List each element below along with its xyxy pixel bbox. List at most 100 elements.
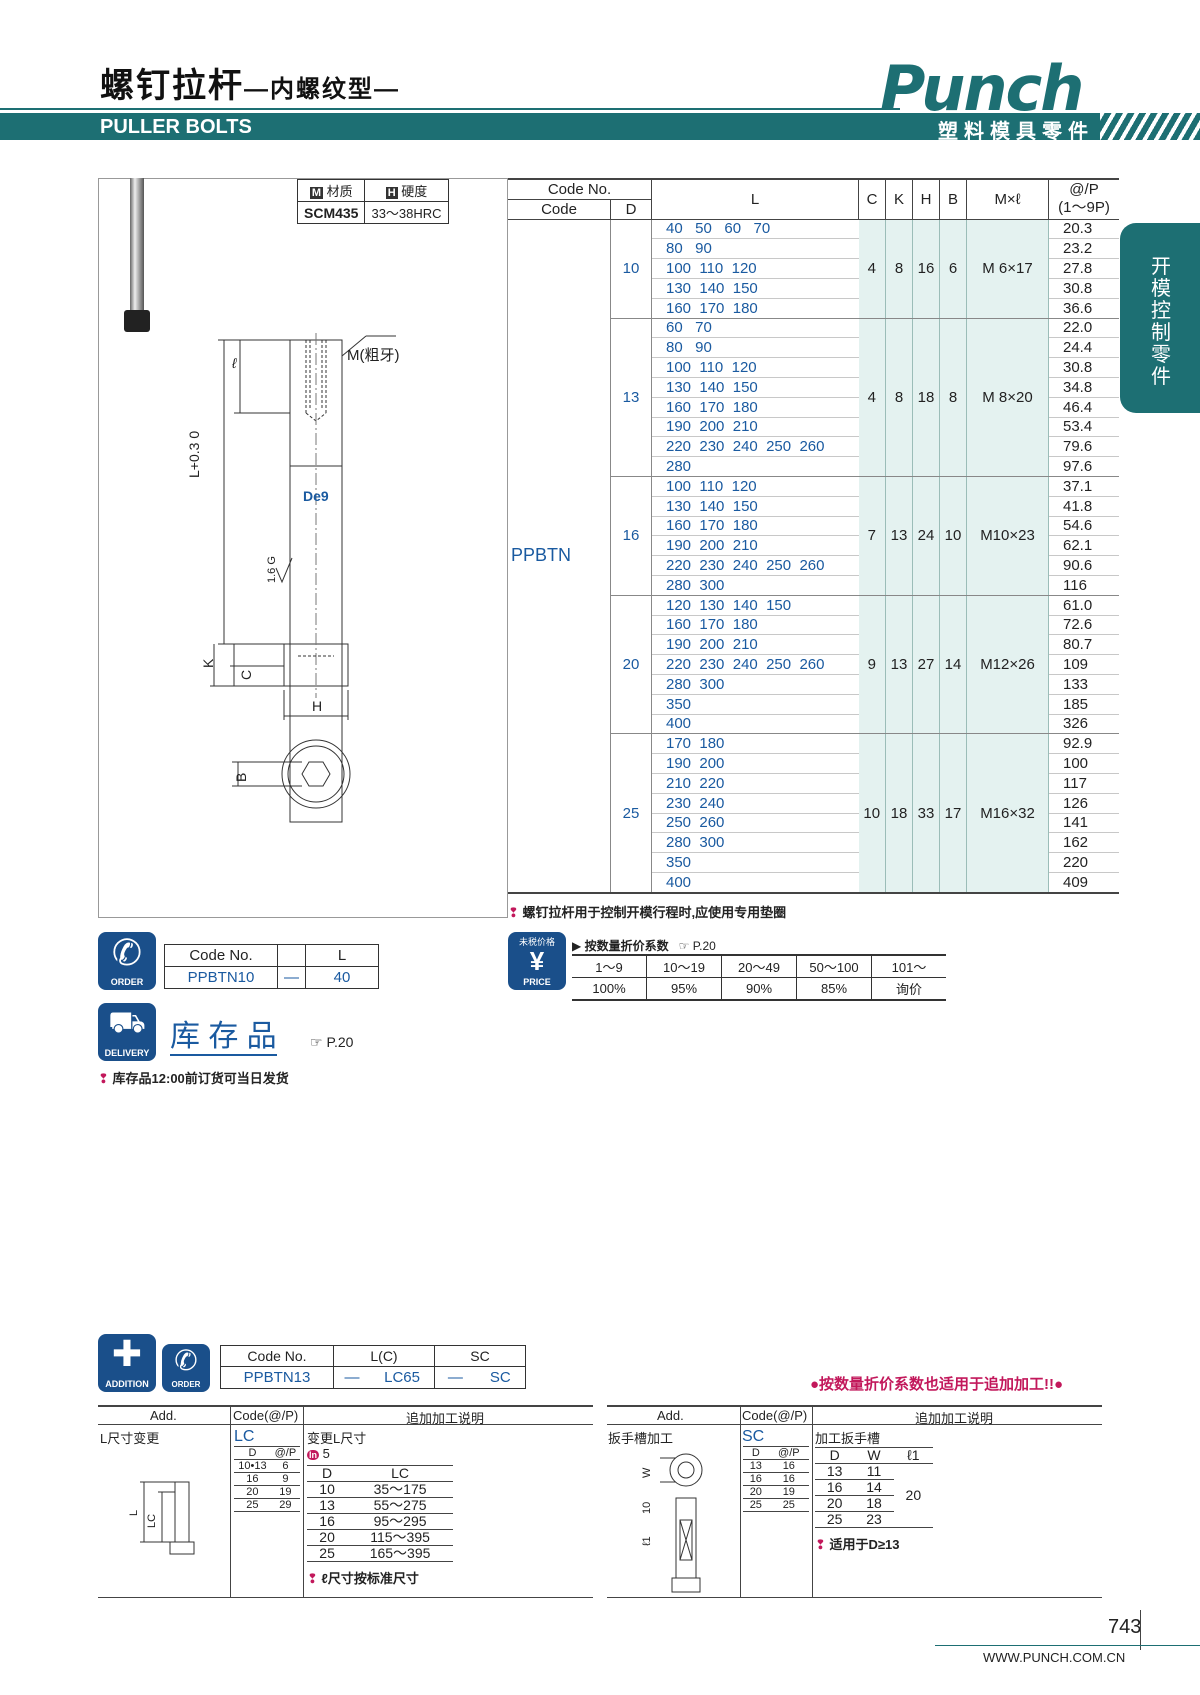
order-l-header: L (305, 944, 379, 967)
note-icon: ❢ (508, 905, 519, 920)
length-cell: 250 260 (651, 813, 859, 834)
lc-range-header: LC (347, 1465, 453, 1482)
material-table: M 材质 H 硬度 SCM435 33～38HRC (296, 179, 449, 224)
discount-qty: 101～ (871, 955, 946, 978)
price-cell: 117 (1048, 773, 1119, 794)
price-cell: 220 (1048, 852, 1119, 873)
ell-label: ℓ (232, 355, 237, 371)
price-cell: 53.4 (1048, 417, 1119, 438)
price-cell: 30.8 (1048, 357, 1119, 378)
b-cell: 6 (939, 219, 967, 319)
sc-w-cell: 13 (815, 1463, 855, 1480)
note-icon: ❢ (815, 1537, 826, 1552)
sc-price-cell: 19 (768, 1485, 809, 1499)
price-cell: 23.2 (1048, 238, 1119, 260)
length-cell: 130 140 150 (651, 377, 859, 398)
add-right-note: ❢ 适用于D≥13 (815, 1537, 900, 1552)
c-header: C (858, 179, 886, 220)
discount-rate: 100% (592, 981, 626, 996)
price-cell: 27.8 (1048, 258, 1119, 279)
length-cell: 160 170 180 (651, 298, 859, 319)
b-label: B (233, 772, 249, 782)
stock-ref: ☞ P.20 (310, 1034, 354, 1050)
length-cell: 80 90 (651, 238, 859, 260)
b-cell: 17 (939, 733, 967, 894)
price-cell: 54.6 (1048, 516, 1119, 537)
m-icon: M (309, 187, 323, 199)
add-left-name: L尺寸变更 (100, 1431, 160, 1446)
order-dash: — (277, 966, 306, 989)
lc-price-header: D (234, 1446, 271, 1460)
sc-price-cell: 25 (768, 1498, 809, 1512)
length-cell: 120 130 140 150 (651, 595, 859, 616)
hardness-value: 33～38HRC (364, 201, 449, 224)
sc-price-cell: 16 (768, 1459, 809, 1473)
fig-10-label: 10 (641, 1501, 653, 1514)
order-code-header: Code No. (164, 944, 278, 967)
k-header: K (885, 179, 913, 220)
plus-icon: ✚ (111, 1333, 143, 1374)
price-cell: 79.6 (1048, 436, 1119, 458)
diameter-cell: 25 (610, 733, 652, 894)
price-cell: 126 (1048, 793, 1119, 814)
price-cell: 20.3 (1048, 219, 1119, 240)
table-row: 190 200 210 53.4 (508, 417, 1119, 438)
sc-w-cell: 11 (854, 1463, 894, 1480)
table-note: ❢ 螺钉拉杆用于控制开模行程时,应使用专用垫圈 (508, 905, 787, 920)
lc-price-cell: 16 (234, 1472, 271, 1486)
discount-rate: 85% (796, 977, 872, 1000)
sc-w-cell: 18 (854, 1495, 894, 1512)
phone-icon: ✆ (111, 932, 143, 973)
b-cell: 8 (939, 318, 967, 477)
side-tab[interactable]: 开模控制零件 (1120, 223, 1200, 413)
m-cell: M10×23 (966, 476, 1049, 596)
price-cell: 409 (1048, 872, 1119, 894)
sc-price-cell: 16 (743, 1472, 769, 1486)
lc-range-cell: 20 (307, 1529, 348, 1546)
price-badge-label: PRICE (523, 977, 551, 987)
length-cell: 60 70 (651, 318, 859, 339)
brand-subtitle: 塑料模具零件 (938, 121, 1094, 143)
diameter-label: De9 (303, 488, 329, 504)
length-cell: 190 200 210 (651, 535, 859, 557)
length-cell: 170 180 (651, 733, 859, 755)
k-cell: 13 (885, 595, 913, 735)
price-cell: 326 (1048, 714, 1119, 735)
sc-price-cell: 20 (743, 1485, 769, 1499)
addition-dash: — (333, 1366, 371, 1389)
ref-icon: ☞ (310, 1034, 323, 1050)
diameter-cell: 16 (610, 476, 652, 596)
length-label: L+0.3 0 (186, 430, 202, 478)
price-cell: 116 (1048, 575, 1119, 596)
length-cell: 100 110 120 (651, 476, 859, 497)
sc-w-cell: 14 (854, 1479, 894, 1496)
length-cell: 100 110 120 (651, 258, 859, 279)
length-cell: 190 200 210 (651, 417, 859, 438)
lc-price-cell: 6 (270, 1459, 300, 1473)
stock-title: 库 存 品 (170, 1020, 277, 1056)
footer-url[interactable]: WWW.PUNCH.COM.CN (983, 1650, 1126, 1665)
price-cell: 90.6 (1048, 555, 1119, 576)
addition-dash: — (433, 1366, 476, 1389)
length-cell: 80 90 (651, 337, 859, 359)
